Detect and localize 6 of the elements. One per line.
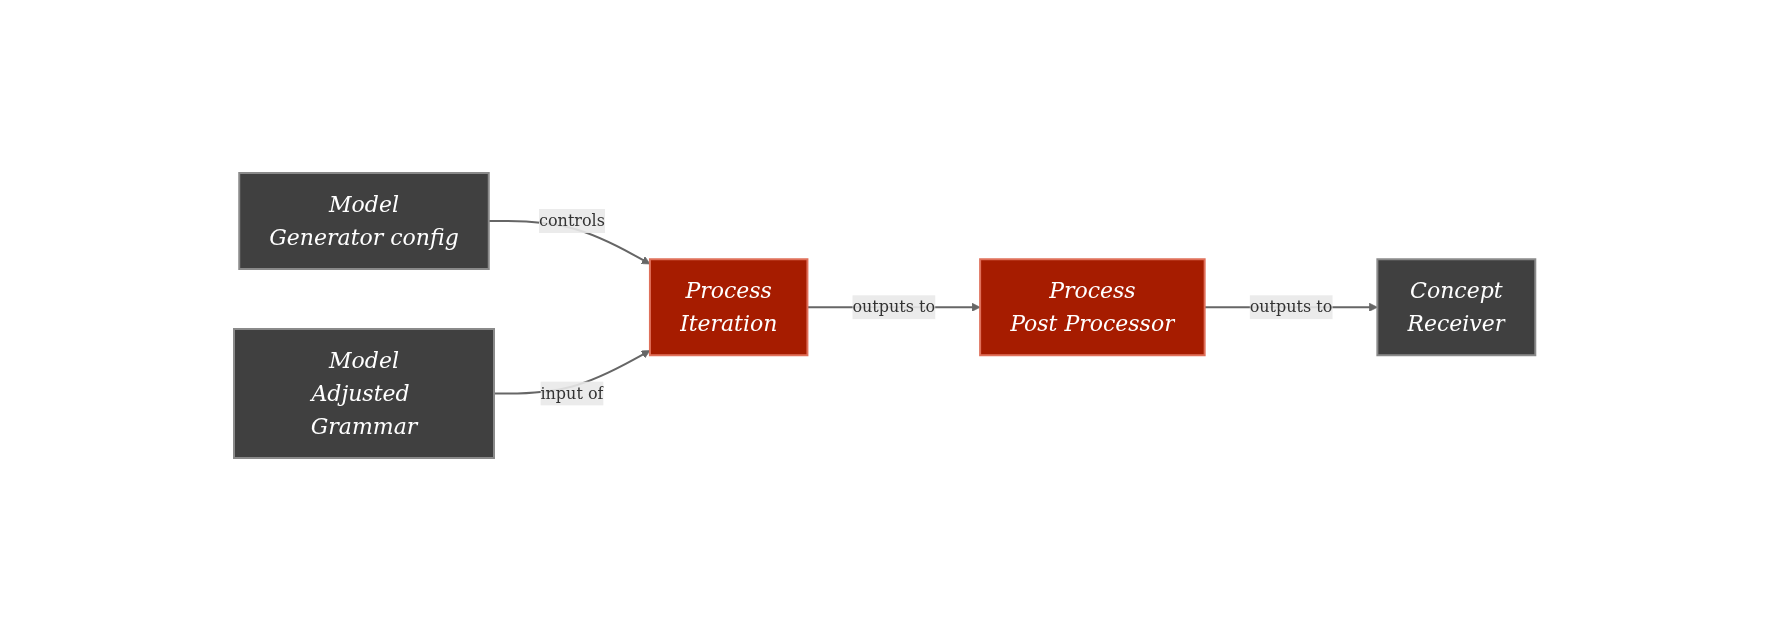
node-box: Model Adjusted Grammar <box>232 328 495 459</box>
node-box: Model Generator config <box>238 172 490 270</box>
edge-label: outputs to <box>852 297 935 317</box>
edge-label: controls <box>538 211 605 230</box>
node-box: Process Iteration <box>648 258 809 357</box>
edge-label: outputs to <box>1249 297 1333 317</box>
